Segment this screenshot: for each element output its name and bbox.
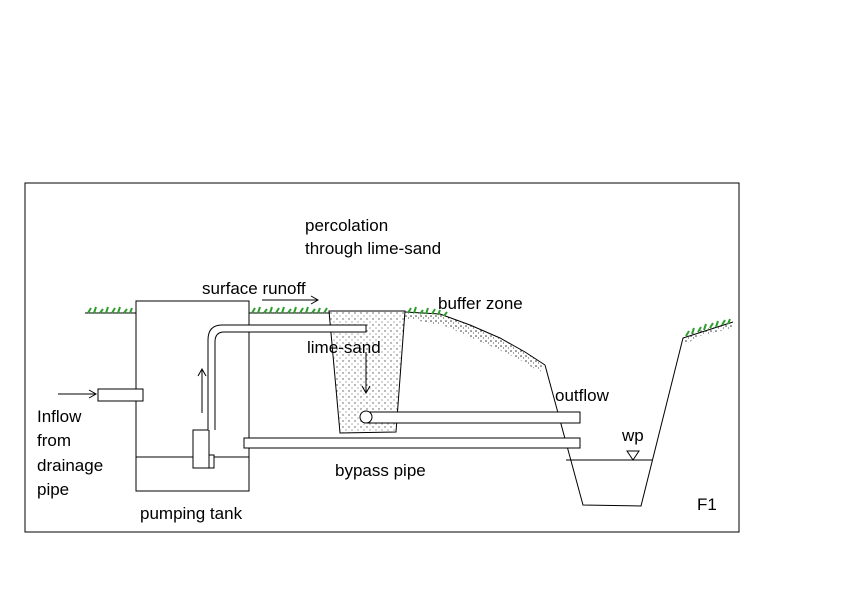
pump-up-arrow-icon (197, 367, 207, 413)
grass-middle (251, 306, 328, 314)
outflow-label: outflow (555, 386, 610, 405)
bypass-pipe-label: bypass pipe (335, 461, 426, 480)
grass-buffer (407, 306, 448, 317)
bypass-pipe (243, 437, 581, 449)
inflow-label-line3: drainage (37, 456, 103, 475)
water-level-label: wp (621, 426, 644, 445)
pump (192, 429, 210, 469)
surface-runoff-arrow-icon (262, 295, 320, 305)
riser-pipe (207, 324, 367, 430)
inflow-label-line1: Inflow (37, 407, 82, 426)
outflow-pipe (365, 411, 581, 424)
buffer-zone-label: buffer zone (438, 294, 523, 313)
grass-right (685, 318, 731, 337)
percolation-label-line1: percolation (305, 216, 388, 235)
inflow-arrow-icon (58, 389, 98, 399)
outflow-pipe-inlet (359, 410, 373, 424)
surface-runoff-label: surface runoff (202, 279, 306, 298)
buffer-zone-surface (404, 311, 546, 366)
buffer-zone-soil (405, 312, 545, 372)
lime-sand-filter (328, 310, 406, 434)
figure-frame (24, 182, 740, 533)
pumping-tank-label: pumping tank (140, 504, 243, 523)
inflow-pipe (97, 388, 144, 402)
figure-id-label: F1 (697, 495, 717, 514)
percolation-arrow-icon (361, 352, 371, 395)
pump-outlet (208, 454, 215, 469)
percolation-label-line2: through lime-sand (305, 239, 441, 258)
lime-sand-label: lime-sand (307, 338, 381, 357)
inflow-label-line2: from (37, 431, 71, 450)
inflow-label-line4: pipe (37, 480, 69, 499)
ditch-profile (544, 321, 734, 507)
water-level-marker-icon (626, 450, 640, 461)
grass-left (87, 306, 133, 314)
right-bank-soil (683, 322, 733, 344)
